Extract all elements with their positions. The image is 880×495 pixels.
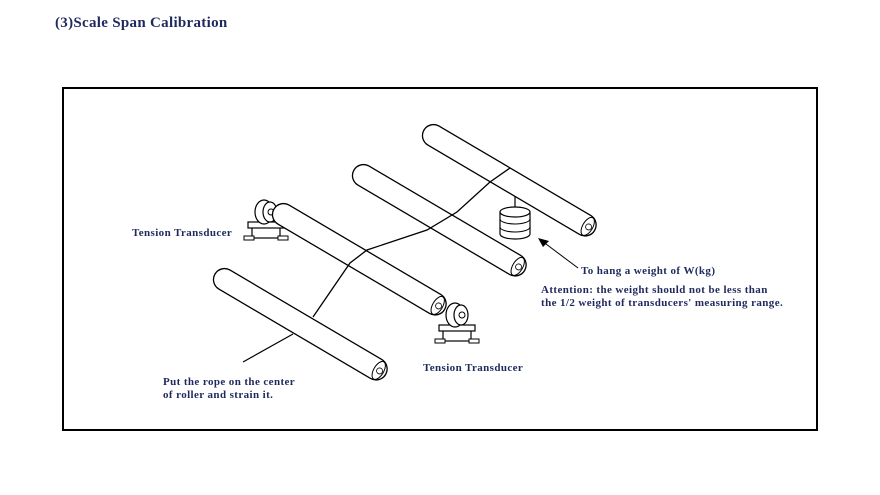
label-transducer-left: Tension Transducer [132,227,233,239]
roller-front [208,263,392,385]
rope-pointer [242,333,294,363]
label-weight: To hang a weight of W(kg) [581,265,716,277]
label-transducer-right: Tension Transducer [423,362,524,374]
label-rope-1: Put the rope on the center [163,376,296,388]
rope [312,167,511,318]
label-attention-1: Attention: the weight should not be less… [541,284,768,296]
label-rope-2: of roller and strain it. [163,389,274,401]
label-attention-2: the 1/2 weight of transducers' measuring… [541,297,784,309]
page-title: (3)Scale Span Calibration [55,15,228,31]
arrow-icon [538,238,549,247]
weight-icon [499,196,531,240]
diagram-frame [62,87,818,431]
